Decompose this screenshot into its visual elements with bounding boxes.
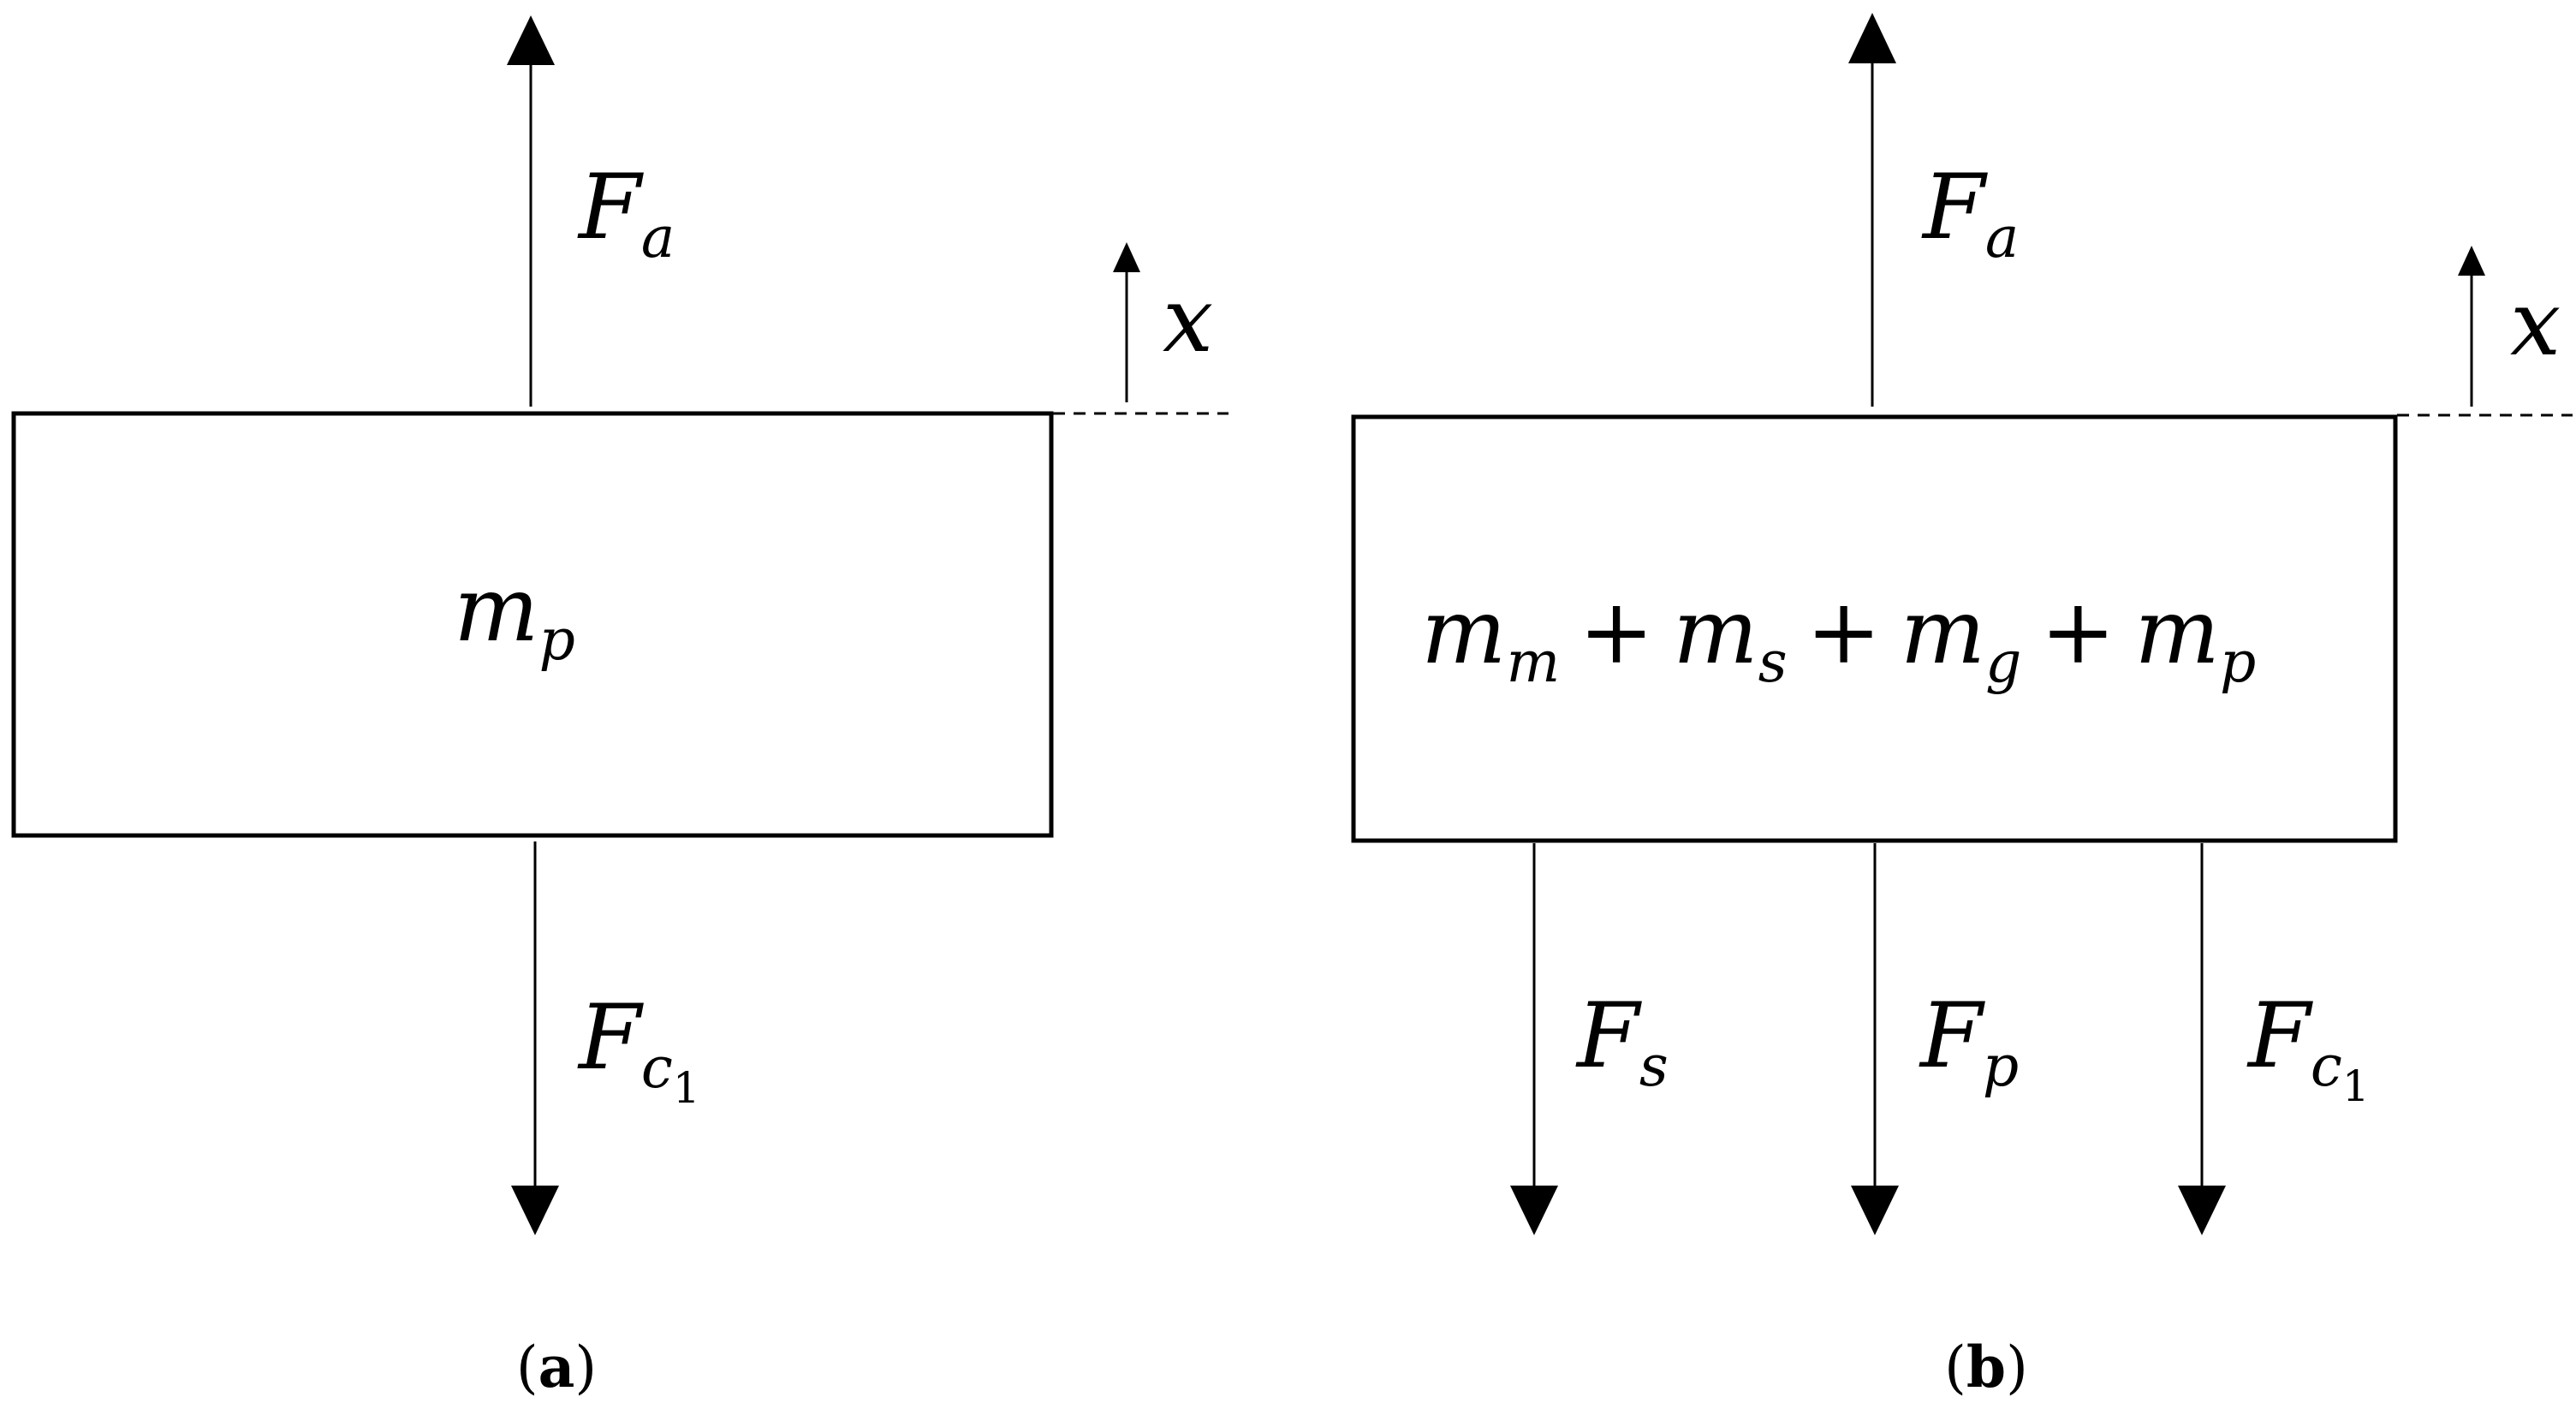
position-axis-arrowhead-a [1113,242,1140,272]
position-axis-arrowhead-b [2458,246,2485,276]
force-label-fc1-a: Fc1 [577,985,700,1113]
mass-label-b: mm+ms+mg+mp [1421,580,2256,695]
arrowhead-down-fc1-b [2178,1186,2226,1235]
caption-a: (a) [516,1334,597,1400]
panel-b: mm+ms+mg+mp Fa Fs Fp Fc1 x [1351,13,2573,1400]
arrowhead-down-fs-b [1510,1186,1558,1235]
force-label-fc1-b: Fc1 [2246,984,2370,1111]
force-label-fp-b: Fp [1919,984,2019,1099]
caption-b: (b) [1944,1334,2028,1400]
arrowhead-up-a [507,15,555,65]
arrowhead-up-b [1848,13,1896,63]
mass-label-a: mp [454,557,575,673]
arrowhead-down-a [511,1186,559,1235]
position-axis-label-a: x [1163,268,1213,372]
force-label-fa-b: Fa [1921,155,2019,271]
force-label-fa-a: Fa [577,155,675,271]
force-label-fs-b: Fs [1575,984,1669,1099]
arrowhead-down-fp-b [1851,1186,1899,1235]
mass-block-a [11,411,1054,838]
panel-a: mp Fa Fc1 x (a) [11,15,1229,1400]
position-axis-label-b: x [2510,271,2561,376]
mass-block-b [1351,414,2398,843]
